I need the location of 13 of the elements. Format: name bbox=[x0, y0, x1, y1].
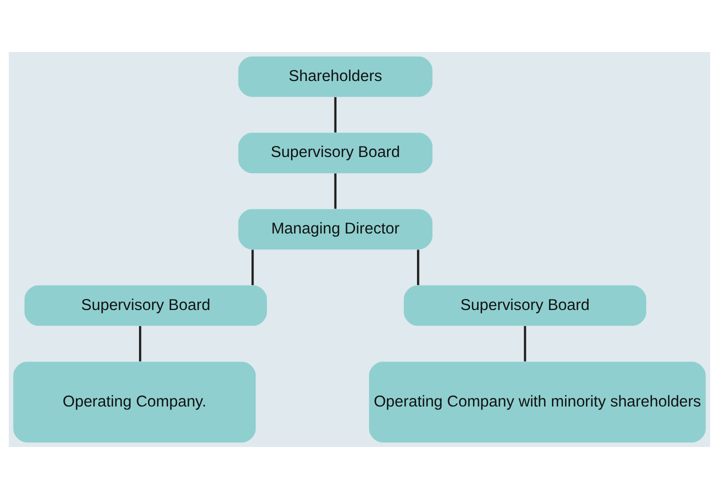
node-box: Operating Company with minority shareholders bbox=[369, 362, 706, 442]
connector bbox=[334, 173, 336, 209]
node-box: Managing Director bbox=[238, 209, 432, 250]
node-box: Operating Company. bbox=[13, 362, 256, 442]
connector bbox=[524, 326, 526, 362]
connector bbox=[417, 250, 420, 286]
node-box: Supervisory Board bbox=[24, 285, 267, 326]
node-box: Supervisory Board bbox=[404, 285, 646, 326]
connector bbox=[334, 97, 336, 132]
node-box: Shareholders bbox=[238, 56, 432, 97]
connector bbox=[252, 250, 254, 286]
connector bbox=[139, 326, 142, 362]
node-box: Supervisory Board bbox=[238, 132, 432, 174]
